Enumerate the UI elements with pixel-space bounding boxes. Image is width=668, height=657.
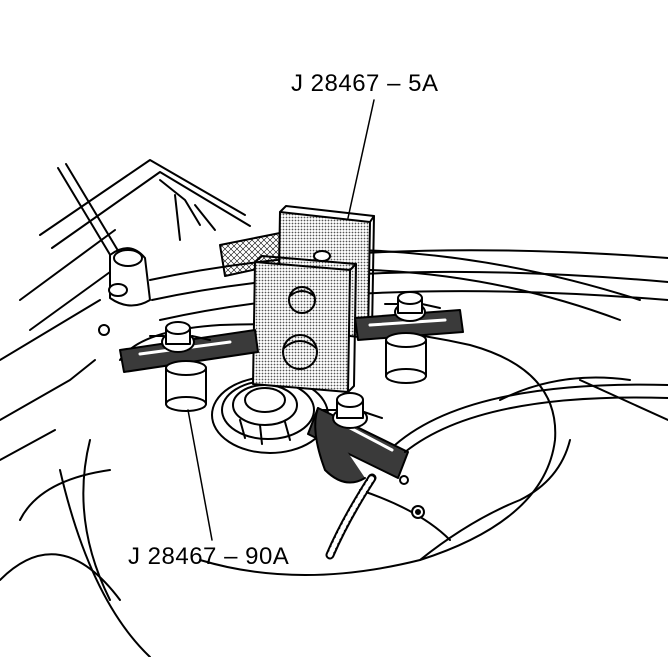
rod-clip-bracket (98, 247, 151, 336)
wing-nut-right (384, 291, 441, 322)
callout-j28467-90a: J 28467 – 90A (128, 543, 290, 570)
strut-tower-rails (149, 249, 668, 321)
leader-line-5a (347, 99, 375, 219)
fixture-arm-right (354, 309, 464, 341)
leader-line-90a (187, 409, 213, 541)
tool-j28467-90a-post-left (165, 360, 207, 412)
tool-j28467-90a-post-right (385, 332, 427, 384)
strut-mount-rings (211, 376, 329, 454)
wing-nut-front (321, 392, 383, 429)
leader-lines (187, 99, 375, 541)
hood-prop-rod (57, 163, 127, 269)
callout-j28467-5a: J 28467 – 5A (291, 70, 439, 97)
body-panel-left (0, 159, 251, 657)
mounting-bolts (399, 475, 425, 519)
sensor-cable (394, 383, 668, 453)
wing-nut-left (149, 321, 211, 353)
wiring-conduit (325, 473, 377, 560)
tool-front-plate (252, 250, 357, 393)
